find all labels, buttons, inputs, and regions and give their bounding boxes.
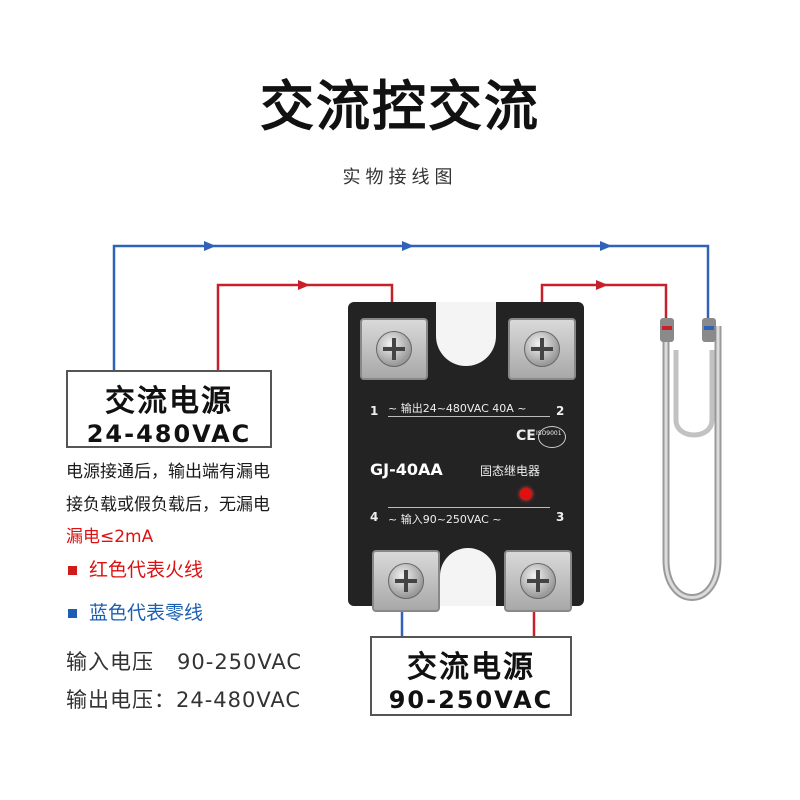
red-arrow-1 — [298, 280, 310, 290]
relay-type: 固态继电器 — [480, 464, 541, 478]
note-line-1: 电源接通后，输出端有漏电 — [66, 462, 270, 482]
page-title: 交流控交流 — [260, 75, 540, 138]
screw-icon — [524, 331, 560, 367]
ce-mark: CE — [516, 428, 536, 444]
screw-icon — [388, 563, 424, 599]
terminal-2[interactable] — [508, 318, 576, 380]
terminal-3[interactable] — [504, 550, 572, 612]
pin-2-label: 2 — [556, 404, 565, 418]
blue-square-icon — [68, 609, 77, 618]
left-power-voltage: 24-480VAC — [86, 420, 252, 448]
indicator-led — [520, 488, 532, 500]
blue-arrow-3 — [600, 241, 612, 251]
blue-arrow-1 — [204, 241, 216, 251]
blue-arrow-2 — [402, 241, 414, 251]
note-line-2: 接负载或假负载后，无漏电 — [66, 495, 270, 515]
divider — [388, 507, 550, 508]
solid-state-relay: 1 2 ~ 输出24~480VAC 40A ~ CE ISO9001 GJ-40… — [348, 302, 584, 612]
legend-blue: 蓝色代表零线 — [68, 598, 203, 625]
screw-icon — [376, 331, 412, 367]
output-voltage-spec: 输出电压：24-480VAC — [66, 688, 302, 712]
pin-4-label: 4 — [370, 510, 379, 524]
bottom-power-name: 交流电源 — [407, 650, 535, 685]
pin-1-label: 1 — [370, 404, 379, 418]
iso-badge — [538, 426, 566, 448]
relay-model: GJ-40AA — [370, 460, 443, 479]
red-arrow-2 — [596, 280, 608, 290]
red-square-icon — [68, 566, 77, 575]
left-power-name: 交流电源 — [105, 384, 233, 419]
relay-input-text: ~ 输入90~250VAC ~ — [388, 513, 502, 526]
iso-text: ISO9001 — [536, 430, 562, 437]
page-subtitle: 实物接线图 — [342, 167, 458, 188]
legend-red-label: 红色代表火线 — [89, 559, 204, 581]
left-power-source: 交流电源 24-480VAC — [66, 370, 272, 448]
pin-3-label: 3 — [556, 510, 565, 524]
input-voltage-spec: 输入电压 90-250VAC — [66, 650, 303, 674]
bottom-power-source: 交流电源 90-250VAC — [370, 636, 572, 716]
heater-element — [660, 318, 722, 601]
legend-blue-label: 蓝色代表零线 — [89, 602, 204, 624]
terminal-1[interactable] — [360, 318, 428, 380]
mount-slot-bottom — [440, 548, 496, 606]
relay-output-text: ~ 输出24~480VAC 40A ~ — [388, 402, 527, 415]
bottom-power-voltage: 90-250VAC — [388, 686, 554, 714]
screw-icon — [520, 563, 556, 599]
divider — [388, 416, 550, 417]
note-line-3: 漏电≤2mA — [66, 527, 154, 547]
terminal-4[interactable] — [372, 550, 440, 612]
legend-red: 红色代表火线 — [68, 555, 203, 582]
mount-slot-top — [436, 302, 496, 366]
